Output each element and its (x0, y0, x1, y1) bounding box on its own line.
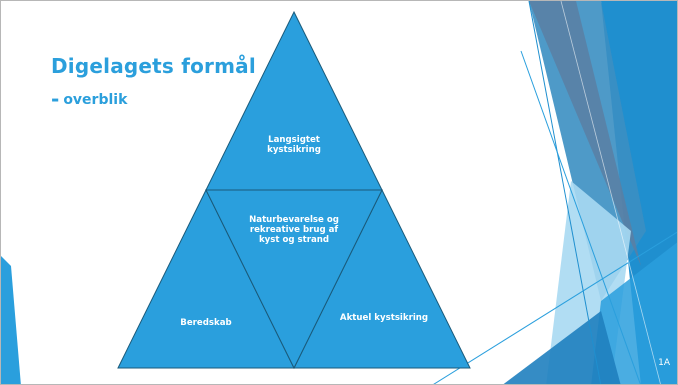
subtitle-text: overblik (63, 92, 128, 108)
label-center: Naturbevarelse og rekreative brug af kys… (249, 215, 339, 245)
page-number: 1A (658, 358, 670, 368)
label-bottom-right: Aktuel kystsikring (339, 313, 429, 323)
slide-title: Digelagets formål (51, 54, 256, 78)
deco-bottom-panel (503, 311, 621, 384)
label-bottom-left: Beredskab (180, 318, 232, 328)
deco-left-sliver (1, 256, 21, 384)
label-top: Langsigtet kystsikring (267, 135, 321, 155)
triangle-top (205, 10, 383, 191)
slide-subtitle: -overblik (51, 87, 127, 111)
triangle-center (205, 189, 383, 370)
pyramid-diagram (117, 10, 471, 370)
subtitle-dash: - (51, 87, 60, 111)
deco-lower-panel (591, 242, 677, 384)
